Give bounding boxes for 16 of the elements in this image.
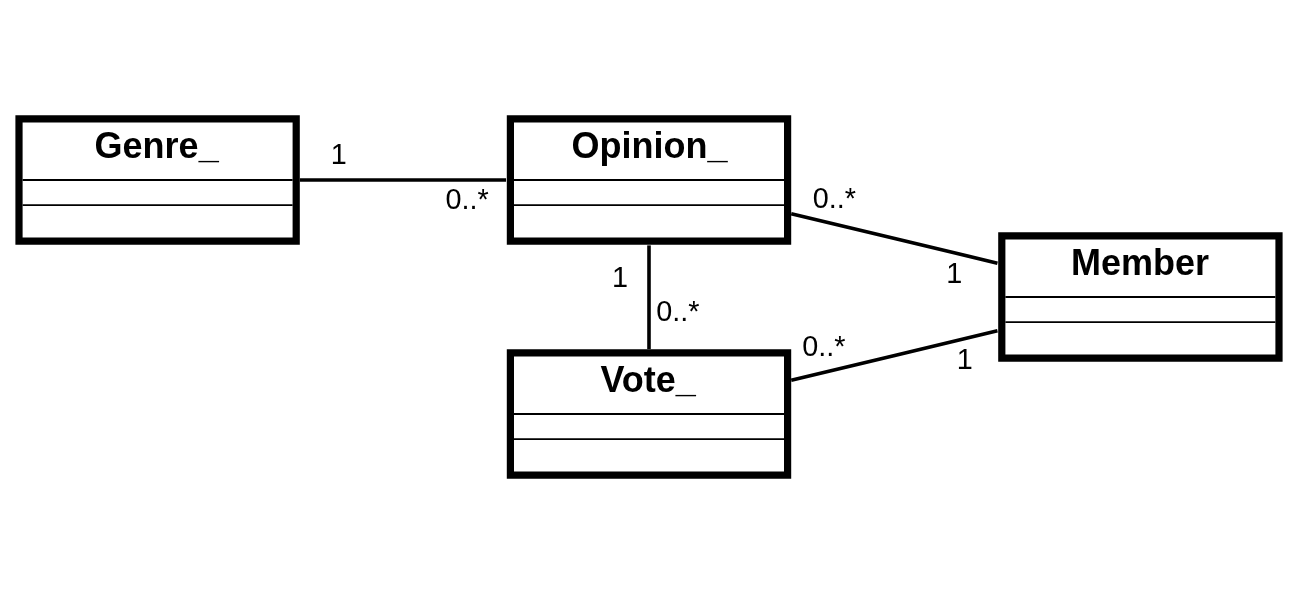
connector xyxy=(790,328,998,382)
connector xyxy=(647,244,651,349)
label: 0..* xyxy=(802,329,846,362)
label: 1 xyxy=(330,137,347,170)
node-box: Vote_ xyxy=(506,348,792,479)
node-box: Member xyxy=(998,231,1283,362)
label: 1 xyxy=(956,342,973,375)
label: 0..* xyxy=(812,181,856,214)
connector xyxy=(299,177,507,182)
node-box: Genre_ xyxy=(15,114,300,245)
label: 1 xyxy=(612,260,629,293)
node-box: Opinion_ xyxy=(506,114,792,245)
connector xyxy=(790,211,998,265)
label: 0..* xyxy=(445,182,489,215)
label: 0..* xyxy=(656,294,700,327)
label: 1 xyxy=(946,256,963,289)
